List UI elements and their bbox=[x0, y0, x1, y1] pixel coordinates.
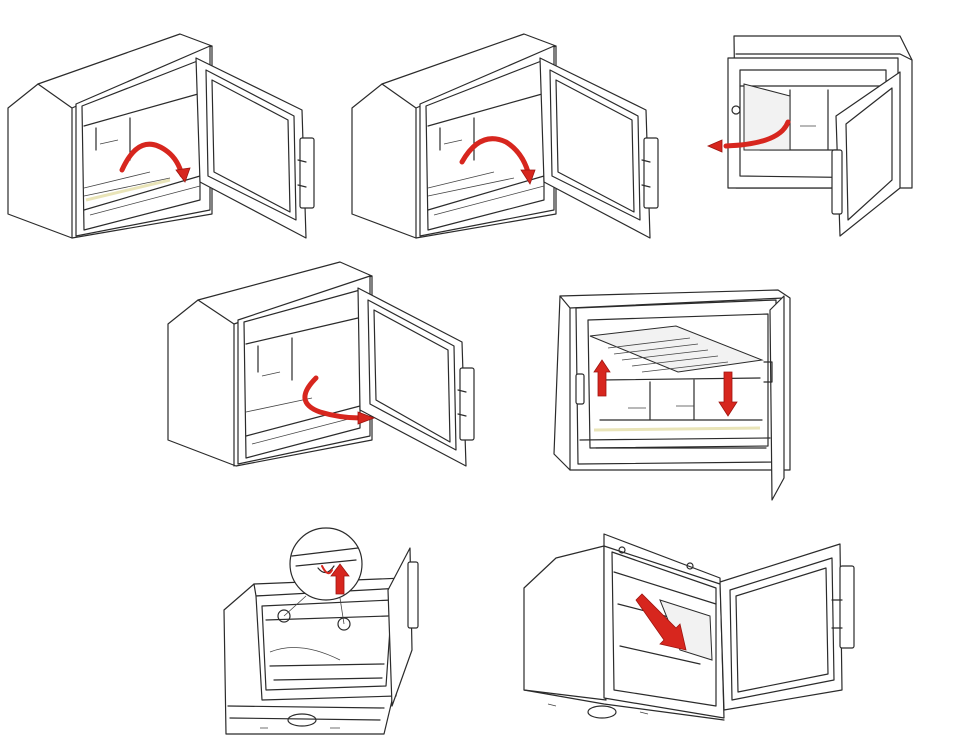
pull-out-arrow-icon bbox=[302, 375, 363, 421]
step-6-illustration bbox=[223, 527, 419, 735]
diagonal-arrow-icon bbox=[635, 593, 687, 651]
step-1-illustration bbox=[7, 33, 315, 239]
step-3-illustration bbox=[706, 35, 913, 237]
up-down-arrows-icon bbox=[593, 359, 738, 417]
step-4-illustration bbox=[167, 261, 475, 467]
up-arrow-icon bbox=[330, 563, 350, 595]
step-2-illustration bbox=[351, 33, 659, 239]
step-5-illustration bbox=[553, 289, 791, 501]
rotate-down-arrow-icon bbox=[459, 136, 531, 175]
step-7-illustration bbox=[523, 533, 855, 721]
rotate-right-arrow-icon bbox=[119, 141, 185, 178]
pull-left-arrow-icon bbox=[723, 119, 791, 149]
